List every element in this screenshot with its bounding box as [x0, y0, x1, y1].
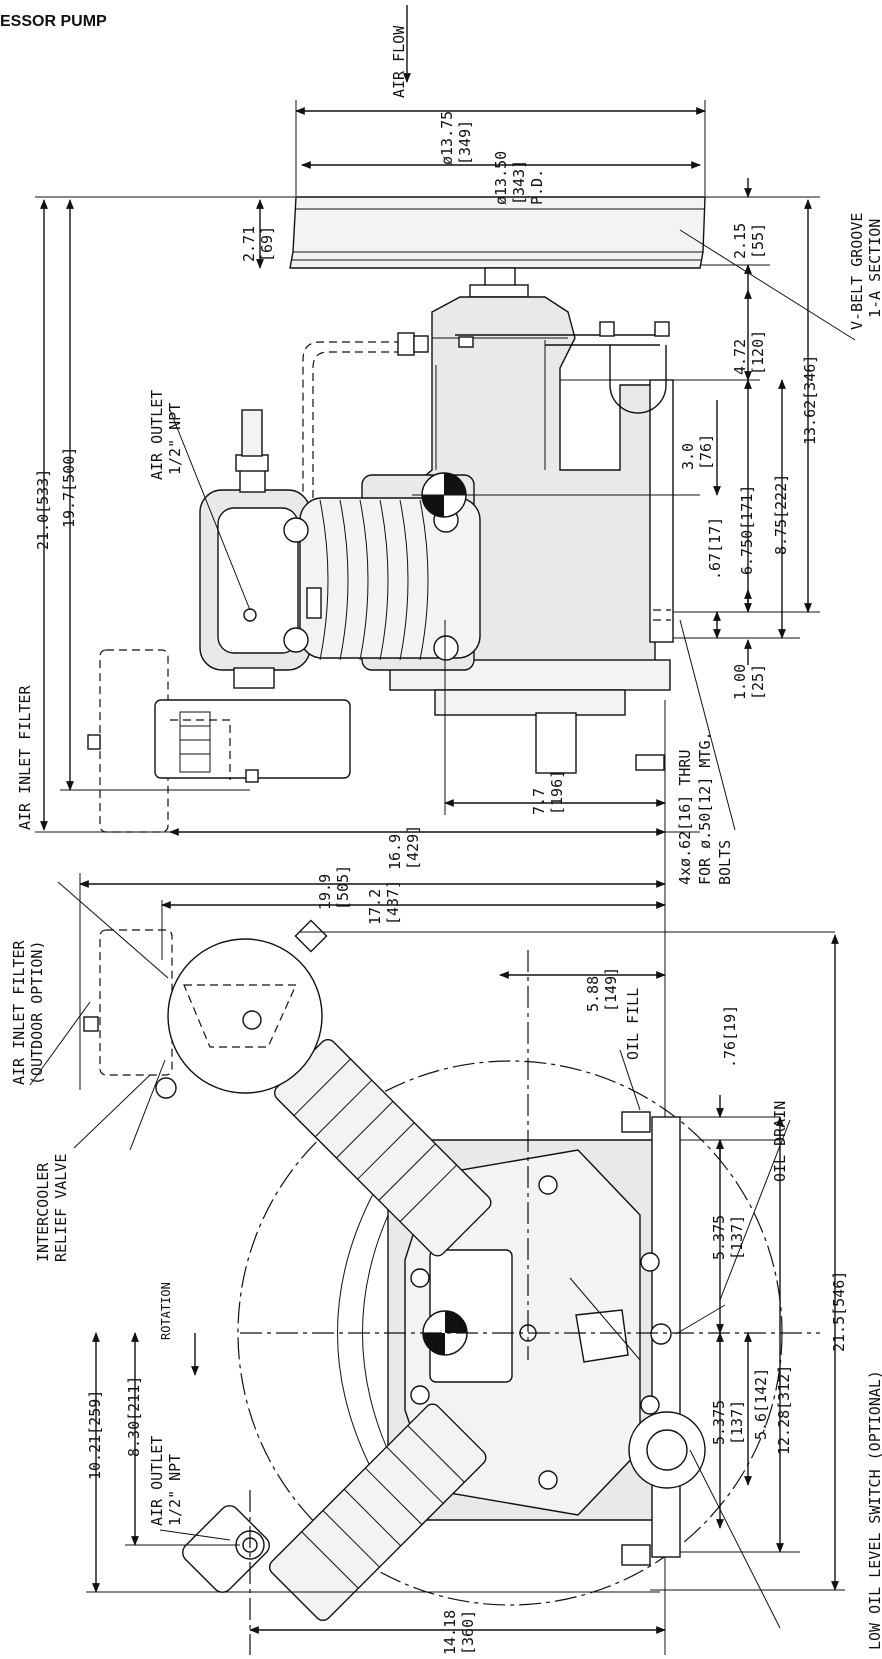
air-pipe [302, 332, 429, 570]
dim-6-750: 6.750[171] [738, 485, 756, 575]
label-outdoor-option: (OUTDOOR OPTION) [28, 941, 46, 1086]
dim-2-15: 2.15 [731, 223, 749, 259]
label-pd: P.D. [528, 169, 546, 205]
label-oil-fill: OIL FILL [624, 988, 642, 1060]
dim-2-71: 2.71 [240, 226, 258, 262]
dim-13-50: ø13.50 [492, 151, 510, 205]
dim-5-6: 5.6[142] [752, 1368, 770, 1440]
label-v-belt-groove: V-BELT GROOVE [848, 213, 866, 330]
label-air-outlet-top: AIR OUTLET [148, 390, 166, 480]
top-bracket [455, 321, 670, 414]
dim-16-9: 16.9 [386, 834, 404, 870]
cylinder-head [199, 409, 481, 689]
dim-5-88: 5.88 [584, 976, 602, 1012]
label-air-outlet-bottom: AIR OUTLET [148, 1436, 166, 1526]
label-oil-drain: OIL DRAIN [771, 1101, 789, 1182]
dim-0-76: .76[19] [721, 1005, 739, 1068]
cylinder-upper [273, 1038, 492, 1257]
dim-21-5: 21.5[546] [830, 1271, 848, 1352]
dim-7-7: 7.7 [530, 788, 548, 815]
dim-76: [76] [697, 434, 715, 470]
dim-349: [349] [456, 120, 474, 165]
label-low-oil-switch: LOW OIL LEVEL SWITCH (OPTIONAL) [866, 1370, 882, 1650]
air-flow-label: AIR FLOW [390, 25, 408, 98]
dim-505: [505] [334, 865, 352, 910]
label-air-inlet-filter-side: AIR INLET FILTER [16, 685, 34, 830]
dimension-lines-bottom [79, 873, 845, 1634]
label-rotation: ROTATION [159, 1282, 173, 1340]
center-of-gravity-symbol-top [412, 472, 700, 518]
label-air-inlet-filter-top: AIR INLET FILTER [10, 940, 28, 1085]
page-title: ESSOR PUMP [0, 13, 107, 30]
dim-196: [196] [548, 770, 566, 815]
dim-12-28: 12.28[312] [775, 1365, 793, 1455]
label-npt-bottom: 1/2" NPT [166, 1454, 184, 1526]
dim-10-21: 10.21[259] [86, 1390, 104, 1480]
dim-5-375-b: 5.375 [710, 1400, 728, 1445]
label-bolts-line1: 4xø.62[16] THRU [676, 750, 694, 885]
dim-343: [343] [510, 160, 528, 205]
dim-19-7: 19.7[500] [60, 447, 78, 528]
labels: ø13.75 [349] ø13.50 [343] P.D. V-BELT GR… [10, 111, 882, 1655]
dim-8-30: 8.30[211] [125, 1376, 143, 1457]
label-relief-valve: RELIEF VALVE [52, 1154, 70, 1262]
dim-437: [437] [384, 880, 402, 925]
dim-1-00: 1.00 [731, 664, 749, 700]
label-bolts-line2: FOR ø.50[12] MTG. [696, 731, 714, 885]
air-inlet-filter-side [87, 649, 351, 833]
dim-149: [149] [602, 967, 620, 1012]
dim-137-a: [137] [728, 1215, 746, 1260]
label-npt-top: 1/2" NPT [166, 403, 184, 475]
dim-55: [55] [749, 223, 767, 259]
cylinder-lower [182, 1403, 487, 1622]
leader-lines [29, 881, 791, 1629]
dim-137-b: [137] [728, 1400, 746, 1445]
dim-4-72: 4.72 [731, 339, 749, 375]
dim-25: [25] [749, 664, 767, 700]
dim-120: [120] [749, 330, 767, 375]
dim-5-375-a: 5.375 [710, 1215, 728, 1260]
dim-14-18: 14.18 [441, 1610, 459, 1655]
label-bolts-line3: BOLTS [716, 840, 734, 885]
dim-13-62: 13.62[346] [801, 355, 819, 445]
dim-3-0: 3.0 [679, 443, 697, 470]
dim-69: [69] [258, 226, 276, 262]
dim-19-9: 19.9 [316, 874, 334, 910]
air-inlet-filter-top [83, 919, 328, 1099]
dim-429: [429] [404, 825, 422, 870]
dim-21-0: 21.0[533] [34, 469, 52, 550]
dim-17-2: 17.2 [366, 889, 384, 925]
dim-8-75: 8.75[222] [772, 474, 790, 555]
v-belt-pulley [289, 196, 706, 298]
label-1a-section: 1-A SECTION [866, 219, 882, 318]
dim-0-67: .67[17] [706, 517, 724, 580]
label-intercooler: INTERCOOLER [34, 1162, 52, 1262]
dim-13-75: ø13.75 [438, 111, 456, 165]
dim-360: [360] [459, 1610, 477, 1655]
